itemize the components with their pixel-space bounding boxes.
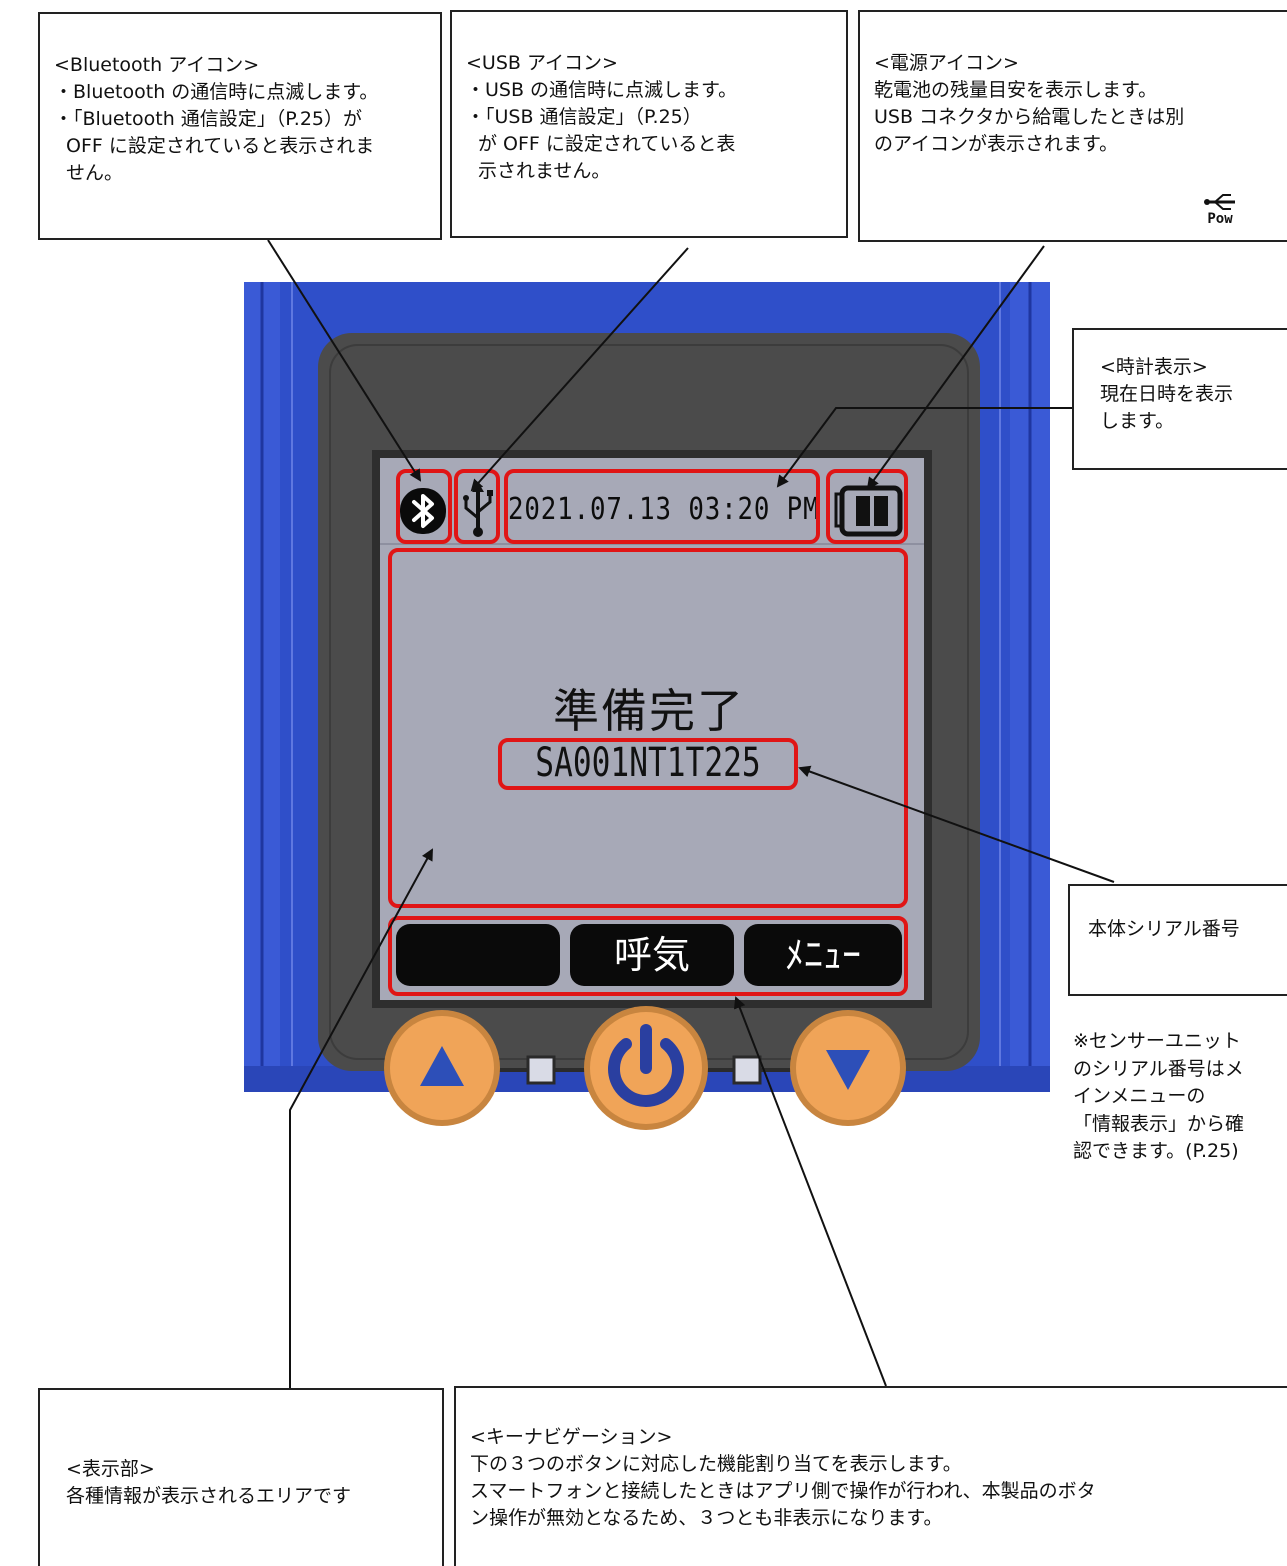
highlight-display (388, 548, 908, 908)
callout-usb-line1: ・USB の通信時に点滅します。 (466, 78, 738, 101)
highlight-serial (498, 738, 798, 790)
softkey-breath[interactable]: 呼気 (570, 924, 734, 986)
callout-clock: <時計表示> 現在日時を表示 します。 (1072, 328, 1287, 470)
serial-footnote-line4: 「情報表示」から確 (1073, 1112, 1245, 1135)
serial-footnote-line3: インメニューの (1073, 1085, 1206, 1108)
bluetooth-icon (400, 488, 446, 534)
callout-power-line3: のアイコンが表示されます。 (874, 132, 1119, 155)
softkey-menu[interactable]: ﾒﾆｭｰ (744, 924, 902, 986)
callout-power-title: <電源アイコン> (874, 52, 1019, 74)
callout-display: <表示部> 各種情報が表示されるエリアです (38, 1388, 444, 1566)
callout-bluetooth-line4: せん。 (66, 161, 124, 184)
status-message: 準備完了 (553, 684, 745, 738)
highlight-keynav (388, 916, 908, 996)
serial-number: SA001NT1T225 (535, 740, 761, 786)
callout-usb-line3: が OFF に設定されていると表 (478, 132, 736, 155)
callout-keynav: <キーナビゲーション> 下の３つのボタンに対応した機能割り当てを表示します。 ス… (454, 1386, 1287, 1566)
callout-usb-line4: 示されません。 (478, 159, 611, 182)
callout-keynav-title: <キーナビゲーション> (470, 1426, 673, 1448)
callout-keynav-line2: スマートフォンと接続したときはアプリ側で操作が行われ、本製品のボタ (470, 1479, 1096, 1502)
callout-bluetooth-line3: OFF に設定されていると表示されま (66, 134, 375, 157)
highlight-bluetooth (396, 469, 452, 544)
callout-keynav-line3: ン操作が無効となるため、３つとも非表示になります。 (470, 1506, 943, 1529)
down-button[interactable] (786, 1006, 910, 1130)
usb-power-icon-label: Pow (1207, 211, 1233, 227)
highlight-usb (454, 469, 500, 544)
callout-power: <電源アイコン> 乾電池の残量目安を表示します。 USB コネクタから給電したと… (858, 10, 1287, 242)
power-button[interactable] (580, 1002, 712, 1134)
callout-display-title: <表示部> (66, 1458, 155, 1480)
callout-clock-line2: します。 (1100, 409, 1175, 432)
up-button[interactable] (380, 1006, 504, 1130)
callout-serial-text: 本体シリアル番号 (1088, 918, 1240, 940)
callout-power-line1: 乾電池の残量目安を表示します。 (874, 78, 1158, 101)
callout-usb-line2: ・「USB 通信設定」（P.25） (466, 105, 702, 128)
highlight-clock (504, 469, 820, 544)
serial-footnote: ※センサーユニット のシリアル番号はメ インメニューの 「情報表示」から確 認で… (1073, 1028, 1287, 1166)
serial-footnote-line1: ※センサーユニット (1073, 1030, 1241, 1052)
serial-footnote-line2: のシリアル番号はメ (1073, 1057, 1244, 1080)
callout-bluetooth-line1: ・Bluetooth の通信時に点滅します。 (54, 80, 379, 103)
serial-footnote-line5: 認できます。(P.25) (1073, 1140, 1239, 1163)
callout-power-line2: USB コネクタから給電したときは別 (874, 105, 1185, 128)
highlight-battery (826, 469, 908, 544)
callout-usb: <USB アイコン> ・USB の通信時に点滅します。 ・「USB 通信設定」（… (450, 10, 848, 238)
callout-bluetooth-line2: ・「Bluetooth 通信設定」（P.25）が (54, 107, 362, 130)
callout-bluetooth-title: <Bluetooth アイコン> (54, 54, 260, 76)
callout-serial: 本体シリアル番号 (1068, 884, 1287, 996)
callout-bluetooth: <Bluetooth アイコン> ・Bluetooth の通信時に点滅します。 … (38, 12, 442, 240)
clock-display: 2021.07.13 03:20 PM (508, 492, 820, 527)
callout-keynav-line1: 下の３つのボタンに対応した機能割り当てを表示します。 (470, 1452, 962, 1475)
callout-clock-title: <時計表示> (1100, 356, 1208, 378)
usb-power-icon: Pow (1198, 192, 1242, 226)
callout-clock-line1: 現在日時を表示 (1100, 382, 1234, 405)
callout-usb-title: <USB アイコン> (466, 52, 618, 74)
callout-display-line1: 各種情報が表示されるエリアです (66, 1484, 352, 1507)
power-icon (608, 1038, 684, 1107)
